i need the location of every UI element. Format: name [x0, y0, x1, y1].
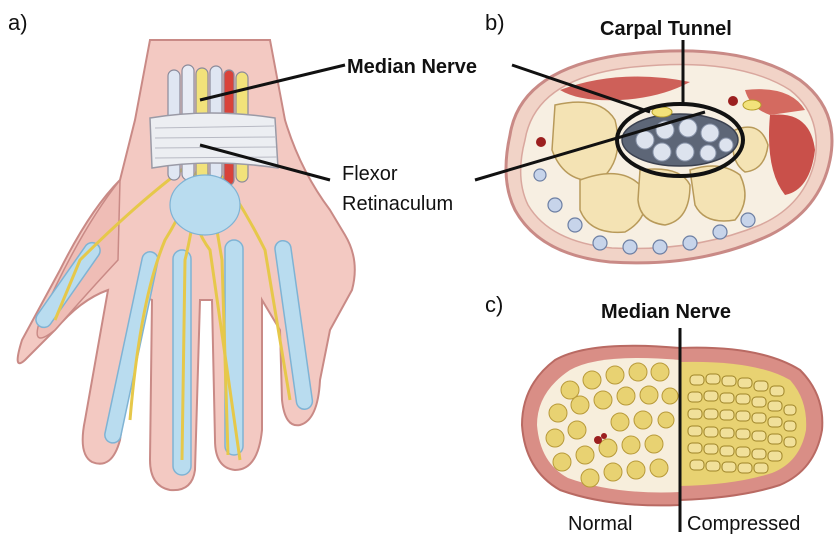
panel-label-a: a) — [8, 10, 28, 35]
artery-dot — [536, 137, 546, 147]
vessel-dot — [601, 433, 607, 439]
panel-label-c: c) — [485, 292, 503, 317]
normal-label: Normal — [568, 513, 632, 535]
ulnar-nerve-section — [743, 100, 761, 110]
compressed-label: Compressed — [687, 513, 800, 535]
vessel-dot — [594, 436, 602, 444]
nerve-cross-section — [522, 328, 822, 532]
median-nerve-label-c: Median Nerve — [601, 301, 731, 323]
carpal-tunnel-label: Carpal Tunnel — [600, 18, 732, 40]
palm-tendon-sheath — [170, 175, 240, 235]
flexor-retinaculum-label-line1: Flexor — [342, 163, 398, 185]
flexor-retinaculum-label-line2: Retinaculum — [342, 193, 453, 215]
panel-label-b: b) — [485, 10, 505, 35]
hand-illustration — [18, 40, 355, 490]
median-nerve-label: Median Nerve — [347, 56, 477, 78]
ulnar-artery-dot — [728, 96, 738, 106]
